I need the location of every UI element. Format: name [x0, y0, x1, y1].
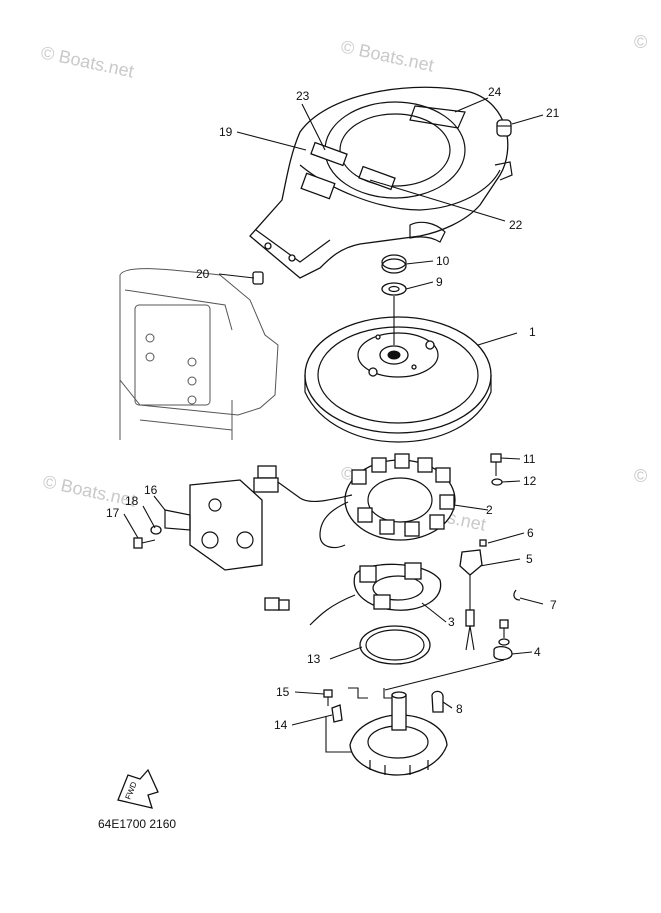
- callout-2: 2: [486, 503, 493, 517]
- assembly-lines: [325, 659, 505, 753]
- callout-5: 5: [526, 552, 533, 566]
- callout-15: 15: [276, 685, 290, 699]
- callout-24: 24: [488, 85, 502, 99]
- flywheel-cover: [249, 86, 513, 279]
- drawing-code: 64E1700 2160: [98, 817, 176, 831]
- callout-17: 17: [106, 506, 120, 520]
- bracket-part-14: [331, 704, 343, 723]
- callout-1: 1: [529, 325, 536, 339]
- bracket-part: [164, 479, 263, 571]
- forward-arrow-icon: FWD: [117, 768, 159, 809]
- callout-19: 19: [219, 125, 233, 139]
- screw-part-15: [323, 689, 333, 706]
- callout-labels: 1 2 3 4 5 6 7 8 9 10 11 12 13 14 15 16 1…: [106, 85, 560, 732]
- nut-part: [381, 254, 407, 274]
- clamp-bolt-part: [493, 619, 513, 661]
- o-ring: [359, 625, 431, 665]
- callout-6: 6: [527, 526, 534, 540]
- engine-block-outline: [119, 268, 279, 440]
- callout-8: 8: [456, 702, 463, 716]
- clamp-part: [513, 589, 521, 601]
- pulser-coil: [264, 562, 442, 626]
- bolt-part-11: [490, 453, 502, 476]
- flywheel: [304, 316, 492, 443]
- watermark-top-left: © Boats.net: [39, 42, 135, 81]
- coil-lead-part: [459, 549, 483, 651]
- callout-14: 14: [274, 718, 288, 732]
- callout-4: 4: [534, 645, 541, 659]
- callout-11: 11: [523, 452, 536, 466]
- washer-part-12: [491, 478, 503, 486]
- callout-13: 13: [307, 652, 321, 666]
- watermark-mid-right: ©: [634, 466, 647, 486]
- callout-18: 18: [125, 494, 139, 508]
- callout-21: 21: [546, 106, 560, 120]
- crankcase-base: [349, 691, 448, 776]
- plate-part-8: [431, 690, 444, 713]
- callout-23: 23: [296, 89, 310, 103]
- washer-part-18: [150, 525, 162, 535]
- callout-16: 16: [144, 483, 158, 497]
- callout-20: 20: [196, 267, 210, 281]
- leader-lines: [123, 97, 544, 726]
- callout-7: 7: [550, 598, 557, 612]
- callout-10: 10: [436, 254, 450, 268]
- grommet-part: [496, 119, 512, 137]
- callout-9: 9: [436, 275, 443, 289]
- watermark-top-center: © Boats.net: [339, 36, 435, 75]
- callout-3: 3: [448, 615, 455, 629]
- callout-22: 22: [509, 218, 523, 232]
- washer-part: [381, 282, 407, 296]
- bolt-part-17: [133, 537, 156, 549]
- watermark-top-right: ©: [634, 32, 647, 52]
- stator-coil: [344, 453, 456, 541]
- stator-wire-harness: [253, 465, 353, 549]
- callout-12: 12: [523, 474, 537, 488]
- bolt-part-6: [479, 539, 487, 547]
- watermark-mid-left: © Boats.net: [41, 471, 137, 510]
- screw-part-20: [252, 271, 264, 285]
